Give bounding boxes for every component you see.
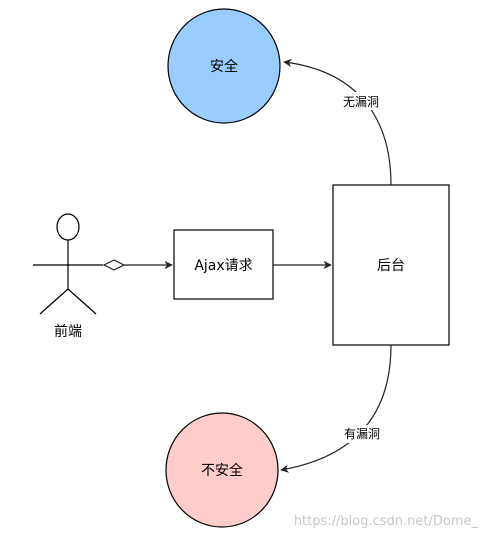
backend-node <box>332 184 450 346</box>
watermark-text: https://blog.csdn.net/Dome_ <box>294 514 479 529</box>
unsafe-node-label: 不安全 <box>201 462 243 479</box>
aggregation-diamond-icon <box>102 259 126 271</box>
edge-label-has-vuln: 有漏洞 <box>344 427 380 441</box>
backend-label: 后台 <box>377 258 405 274</box>
ajax-request-label: Ajax请求 <box>194 258 252 274</box>
edge-label-bg-has-vuln <box>337 425 387 443</box>
safe-node <box>167 8 281 124</box>
edge-backend-to-safe <box>283 58 392 186</box>
edge-frontend-to-ajax <box>102 259 173 271</box>
frontend-actor-label: 前端 <box>54 323 82 340</box>
edge-label-no-vuln: 无漏洞 <box>343 95 379 109</box>
frontend-actor-icon <box>33 213 103 315</box>
unsafe-node <box>165 412 279 528</box>
safe-node-label: 安全 <box>210 58 238 75</box>
edge-backend-to-unsafe <box>280 344 392 473</box>
edge-label-bg-no-vuln <box>336 92 386 110</box>
